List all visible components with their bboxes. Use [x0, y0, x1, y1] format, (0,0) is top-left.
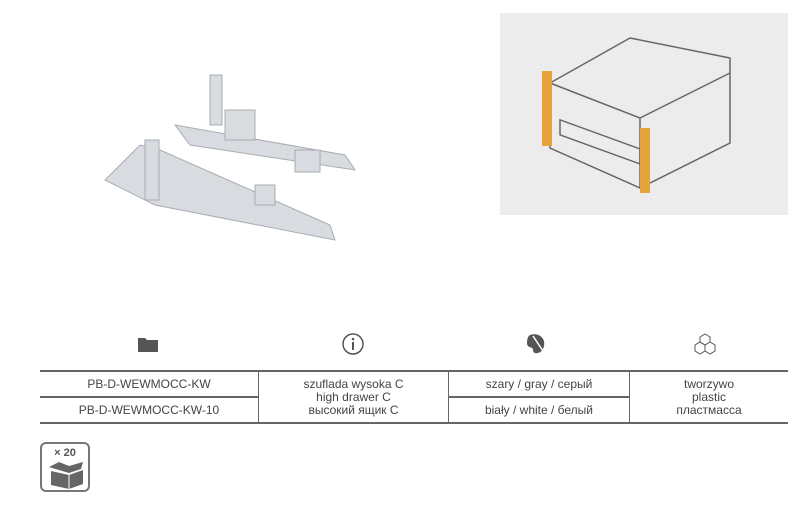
drawer-illustration: [500, 13, 788, 215]
table-row: PB-D-WEWMOCC-KW-10 biały / white / белый: [40, 396, 788, 424]
palette-icon: [525, 332, 549, 356]
folder-icon: [136, 332, 160, 356]
material-cell: tworzywo plastic пластмасса: [629, 370, 788, 424]
box-icon: [49, 462, 83, 489]
product-image-plastic-parts: [104, 74, 357, 241]
product-code: PB-D-WEWMOCC-KW: [40, 370, 259, 397]
package-quantity-badge: × 20: [40, 442, 90, 492]
material-en: plastic: [691, 389, 726, 404]
table-row: PB-D-WEWMOCC-KW szuflada wysoka C high d…: [40, 370, 788, 424]
product-variants-table: PB-D-WEWMOCC-KW szuflada wysoka C high d…: [40, 370, 788, 424]
product-code: PB-D-WEWMOCC-KW-10: [40, 396, 259, 424]
package-quantity: × 20: [54, 447, 76, 459]
color-white: biały / white / белый: [448, 396, 630, 424]
info-icon: [341, 332, 365, 356]
description-cell: szuflada wysoka C high drawer C высокий …: [258, 370, 449, 424]
material-pl: tworzywo: [683, 376, 734, 391]
cubes-icon: [693, 332, 717, 356]
description-pl: szuflada wysoka C: [303, 376, 404, 391]
description-ru: высокий ящик C: [308, 402, 399, 417]
description-en: high drawer C: [316, 389, 391, 404]
material-ru: пластмасса: [676, 402, 742, 417]
color-gray: szary / gray / серый: [448, 370, 630, 397]
